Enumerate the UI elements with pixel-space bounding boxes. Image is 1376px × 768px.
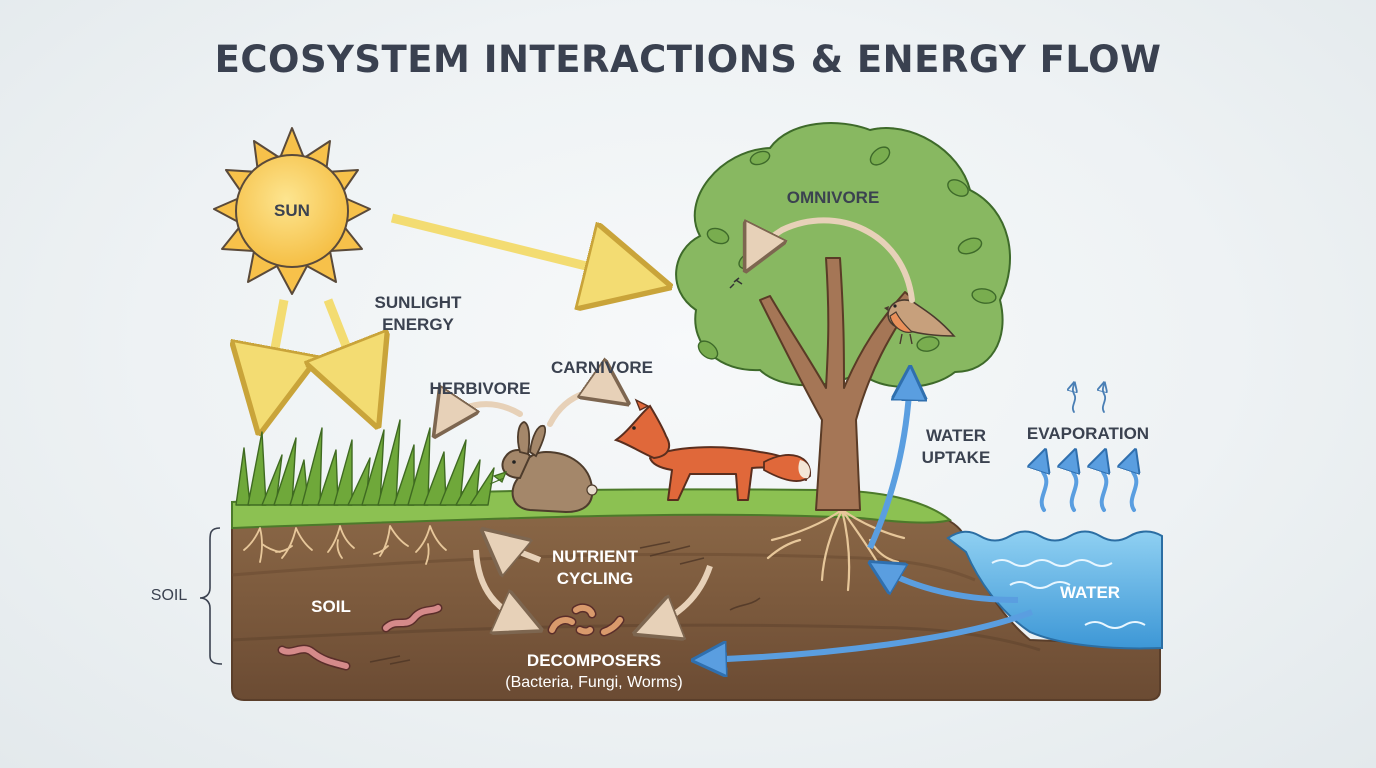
decomposers-label: DECOMPOSERS [526, 651, 662, 670]
sunlight-label-line2: ENERGY [382, 315, 454, 334]
evaporation-arrows [1042, 384, 1137, 512]
sunlight-label-line1: SUNLIGHT [374, 293, 462, 312]
omnivore-label: OMNIVORE [786, 188, 880, 207]
water-uptake-label-line2: UPTAKE [921, 448, 991, 467]
tree-roots [766, 508, 906, 592]
sunlight-arrows [262, 213, 655, 418]
water-body [946, 530, 1163, 650]
soil-texture [369, 541, 761, 665]
herbivore-label: HERBIVORE [429, 379, 531, 398]
water-label: WATER [1059, 583, 1121, 602]
evaporation-label: EVAPORATION [1026, 424, 1150, 443]
soil-bracket-label: SOIL [150, 587, 188, 604]
nutrient-cycling-label-line2: CYCLING [556, 569, 634, 588]
plant-roots [243, 525, 447, 565]
decomposers-icon [547, 603, 625, 637]
rabbit-icon [489, 421, 598, 514]
sun-icon [213, 127, 371, 295]
soil-label: SOIL [311, 597, 351, 616]
water-uptake-arrows [700, 374, 1034, 660]
soil-block [231, 501, 1161, 701]
nutrient-cycling-label-line1: NUTRIENT [552, 547, 638, 566]
sun-label: SUN [274, 201, 310, 220]
bird-icon [884, 299, 956, 345]
worm-icon [277, 603, 443, 671]
grass-icon [235, 419, 495, 506]
decomposers-sublabel: (Bacteria, Fungi, Worms) [505, 674, 683, 691]
nutrient-cycle-arrows [473, 536, 713, 630]
water-uptake-label-line1: WATER [925, 426, 987, 445]
fox-icon [613, 398, 811, 501]
soil-bracket [199, 527, 223, 665]
page-title: ECOSYSTEM INTERACTIONS & ENERGY FLOW [214, 38, 1162, 81]
food-chain-arrows [440, 217, 915, 428]
carnivore-label: CARNIVORE [550, 358, 653, 377]
